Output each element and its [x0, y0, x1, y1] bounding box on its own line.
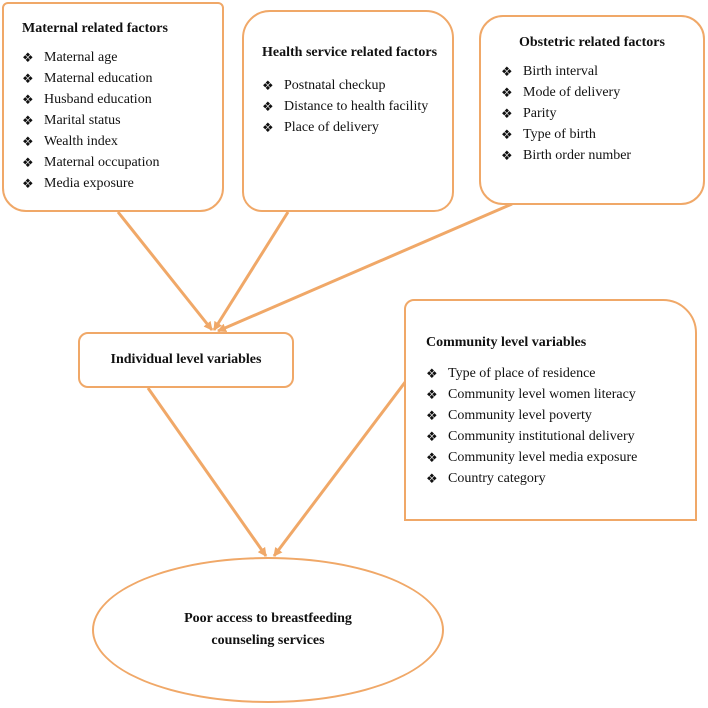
maternal-factors-list: ❖ Maternal age ❖ Maternal education ❖ Husband…: [22, 47, 210, 194]
obstetric-factors-list: ❖Birth interval❖Mode of delivery❖Parity❖…: [501, 61, 693, 166]
list-item-label: Community institutional delivery: [448, 429, 635, 444]
diamond-bullet-icon: ❖: [22, 50, 34, 65]
maternal-factors-box: Maternal related factors ❖ Maternal age ❖ M…: [2, 2, 224, 212]
list-item: ❖ Country category: [426, 468, 687, 489]
diamond-bullet-icon: ❖: [22, 92, 34, 107]
community-level-title: Community level variables: [426, 335, 587, 350]
list-item: ❖ Wealth index: [22, 131, 210, 152]
diamond-bullet-icon: ❖: [262, 78, 274, 93]
list-item-label: Type of place of residence: [448, 366, 596, 381]
list-item-label: Birth order number: [523, 148, 632, 163]
obstetric-factors-box: Obstetric related factors ❖ Birth interva…: [479, 15, 705, 205]
outcome-title: Poor access to breastfeeding counseling …: [184, 611, 352, 648]
diamond-bullet-icon: ❖: [426, 429, 438, 444]
community-level-box: Community level variables ❖ Type of place…: [404, 299, 697, 521]
list-item: ❖ Type of birth: [501, 124, 693, 145]
diamond-bullet-icon: ❖: [426, 450, 438, 465]
diamond-bullet-icon: ❖: [262, 120, 274, 135]
list-item: ❖ Community level poverty: [426, 405, 687, 426]
arrow-obstetric-to-individual: [217, 202, 513, 333]
list-item-label: Country category: [448, 471, 546, 486]
diamond-bullet-icon: ❖: [22, 134, 34, 149]
arrow-individual-to-outcome: [146, 387, 268, 557]
list-item-label: Media exposure: [44, 176, 134, 191]
list-item: ❖ Parity: [501, 103, 693, 124]
list-item: ❖ Husband education: [22, 89, 210, 110]
diamond-bullet-icon: ❖: [262, 99, 274, 114]
list-item-label: Place of delivery: [284, 120, 379, 135]
list-item: ❖ Maternal age: [22, 47, 210, 68]
list-item: ❖ Marital status: [22, 110, 210, 131]
list-item: ❖ Maternal occupation: [22, 152, 210, 173]
list-item: ❖ Distance to health facility: [262, 96, 442, 117]
diamond-bullet-icon: ❖: [426, 408, 438, 423]
list-item: ❖ Community level media exposure: [426, 447, 687, 468]
list-item-label: Distance to health facility: [284, 99, 429, 114]
health-service-factors-list: ❖ Postnatal checkup ❖ Distance to health fa…: [262, 75, 442, 138]
list-item-label: Community level poverty: [448, 408, 592, 423]
community-level-list: ❖ Type of place of residence ❖ Community le…: [426, 363, 687, 489]
list-item-label: Wealth index: [44, 134, 118, 149]
maternal-factors-title: Maternal related factors: [22, 21, 168, 36]
outcome-ellipse: Poor access to breastfeeding counseling …: [92, 557, 444, 703]
list-item-label: Type of birth: [523, 127, 596, 142]
list-item-label: Community level women literacy: [448, 387, 636, 402]
list-item-label: Community level media exposure: [448, 450, 638, 465]
health-service-factors-title: Health service related factors: [262, 45, 438, 60]
diamond-bullet-icon: ❖: [22, 155, 34, 170]
diamond-bullet-icon: ❖: [501, 85, 513, 100]
diamond-bullet-icon: ❖: [22, 176, 34, 191]
list-item: ❖ Place of delivery: [262, 117, 442, 138]
diamond-bullet-icon: ❖: [501, 106, 513, 121]
diamond-bullet-icon: ❖: [426, 387, 438, 402]
individual-level-box: Individual level variables: [78, 332, 294, 388]
list-item-label: Maternal education: [44, 71, 153, 86]
arrow-health-to-individual: [212, 211, 290, 331]
list-item-label: Marital status: [44, 113, 121, 128]
list-item: ❖ Type of place of residence: [426, 363, 687, 384]
obstetric-factors-title: Obstetric related factors: [519, 35, 665, 50]
list-item-label: Parity: [523, 106, 557, 121]
diamond-bullet-icon: ❖: [22, 113, 34, 128]
list-item-label: Birth interval: [523, 64, 599, 79]
diamond-bullet-icon: ❖: [426, 471, 438, 486]
diamond-bullet-icon: ❖: [501, 148, 513, 163]
list-item: ❖ Media exposure: [22, 173, 210, 194]
list-item-label: Husband education: [44, 92, 152, 107]
arrow-community-to-outcome: [272, 372, 414, 557]
arrow-maternal-to-individual: [116, 211, 214, 331]
list-item-label: Postnatal checkup: [284, 78, 386, 93]
diamond-bullet-icon: ❖: [501, 64, 513, 79]
health-service-factors-box: Health service related factors ❖ Postnata…: [242, 10, 454, 212]
list-item-label: Maternal age: [44, 50, 118, 65]
list-item: ❖ Birth interval: [501, 61, 693, 82]
individual-level-title: Individual level variables: [110, 352, 262, 367]
list-item-label: Mode of delivery: [523, 85, 621, 100]
list-item: ❖ Maternal education: [22, 68, 210, 89]
list-item-label: Maternal occupation: [44, 155, 160, 170]
diamond-bullet-icon: ❖: [426, 366, 438, 381]
list-item: ❖ Birth order number: [501, 145, 693, 166]
list-item: ❖ Community institutional delivery: [426, 426, 687, 447]
list-item: ❖ Community level women literacy: [426, 384, 687, 405]
list-item: ❖ Postnatal checkup: [262, 75, 442, 96]
diamond-bullet-icon: ❖: [22, 71, 34, 86]
diamond-bullet-icon: ❖: [501, 127, 513, 142]
list-item: ❖ Mode of delivery: [501, 82, 693, 103]
